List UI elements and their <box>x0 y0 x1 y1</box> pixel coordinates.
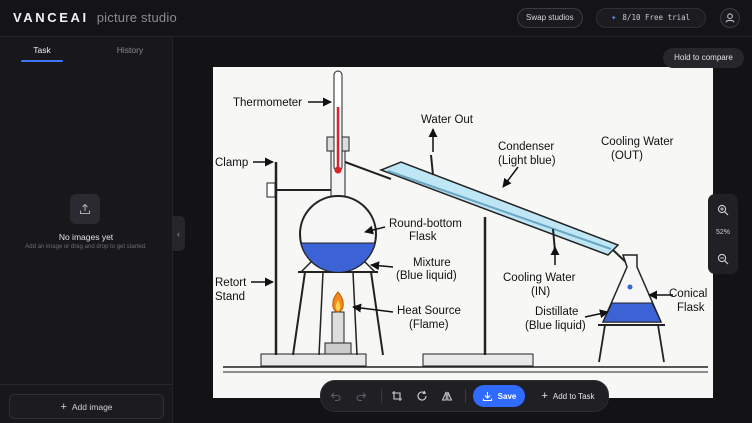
label-cooling-in-desc: (IN) <box>531 286 550 298</box>
label-retort: Retort <box>215 277 247 289</box>
bottom-toolbar: Save + Add to Task <box>320 380 609 412</box>
zoom-in-icon <box>717 204 729 216</box>
sparkle-icon: ✦ <box>611 13 617 23</box>
label-heat: Heat Source <box>397 305 461 317</box>
label-distillate: Distillate <box>535 306 578 318</box>
crop-button[interactable] <box>388 387 406 405</box>
plus-icon: + <box>541 390 548 402</box>
label-mixture-desc: (Blue liquid) <box>396 270 457 282</box>
brand-logo: VANCEAI <box>13 10 89 25</box>
label-condenser-desc: (Light blue) <box>498 155 556 167</box>
label-condenser: Condenser <box>498 141 554 153</box>
tab-task[interactable]: Task <box>33 45 51 55</box>
rotate-icon <box>417 390 427 401</box>
undo-button[interactable] <box>327 387 345 405</box>
empty-state-description: Add an image or drag and drop to get sta… <box>25 244 147 250</box>
add-image-button[interactable]: + Add image <box>9 394 164 419</box>
label-conical: Conical <box>669 288 707 300</box>
sidebar-divider <box>0 384 172 385</box>
label-rbf-desc: Flask <box>409 231 437 243</box>
user-icon <box>725 13 735 23</box>
zoom-out-button[interactable] <box>714 250 732 268</box>
brand[interactable]: VANCEAI picture studio <box>13 10 177 25</box>
upload-icon <box>79 203 91 215</box>
zoom-panel: 52% <box>708 194 738 274</box>
zoom-out-icon <box>717 253 729 265</box>
label-rbf: Round-bottom <box>389 218 462 230</box>
rotate-button[interactable] <box>413 387 431 405</box>
label-conical-desc: Flask <box>677 302 705 314</box>
profile-button[interactable] <box>720 8 740 28</box>
label-water-out: Water Out <box>421 114 474 126</box>
canvas-image[interactable]: Thermometer Water Out Condenser (Light b… <box>213 67 713 398</box>
collapse-sidebar-button[interactable]: ‹ <box>172 216 185 251</box>
undo-icon <box>330 392 341 402</box>
label-retort-desc: Stand <box>215 291 245 303</box>
label-cooling-out-desc: (OUT) <box>611 150 643 162</box>
swap-studios-button[interactable]: Swap studios <box>517 8 583 28</box>
free-trial-badge[interactable]: ✦ 8/10 Free trial <box>596 8 706 28</box>
product-name: picture studio <box>96 10 177 25</box>
active-tab-indicator <box>21 60 63 62</box>
chevron-left-icon: ‹ <box>177 228 180 239</box>
redo-button[interactable] <box>352 387 370 405</box>
label-distillate-desc: (Blue liquid) <box>525 320 586 332</box>
label-heat-desc: (Flame) <box>409 319 449 331</box>
hold-to-compare-button[interactable]: Hold to compare <box>663 48 744 68</box>
label-thermometer: Thermometer <box>233 97 302 109</box>
add-image-label: Add image <box>71 401 113 412</box>
add-to-task-button[interactable]: + Add to Task <box>533 385 603 407</box>
distillation-diagram: Thermometer Water Out Condenser (Light b… <box>215 70 708 373</box>
upload-button[interactable] <box>70 194 100 224</box>
add-to-task-label: Add to Task <box>552 391 595 401</box>
plus-icon: + <box>60 400 67 413</box>
label-mixture: Mixture <box>413 257 451 269</box>
download-icon <box>482 391 492 401</box>
zoom-in-button[interactable] <box>714 201 732 219</box>
tab-history[interactable]: History <box>116 45 144 55</box>
crop-icon <box>392 391 402 401</box>
save-label: Save <box>497 391 517 401</box>
label-clamp: Clamp <box>215 157 248 169</box>
empty-state-title: No images yet <box>58 232 114 242</box>
flip-button[interactable] <box>438 387 456 405</box>
free-trial-label: 8/10 Free trial <box>622 13 691 22</box>
label-cooling-in: Cooling Water <box>503 272 576 284</box>
flip-icon <box>441 391 453 401</box>
save-button[interactable]: Save <box>473 385 525 407</box>
sidebar: Task History No images yet Add an image … <box>0 37 173 423</box>
zoom-level: 52% <box>715 229 730 236</box>
label-cooling-out: Cooling Water <box>601 136 674 148</box>
toolbar-divider <box>465 389 466 403</box>
top-bar: VANCEAI picture studio Swap studios ✦ 8/1… <box>0 0 752 37</box>
redo-icon <box>356 392 367 402</box>
toolbar-divider <box>381 389 382 403</box>
